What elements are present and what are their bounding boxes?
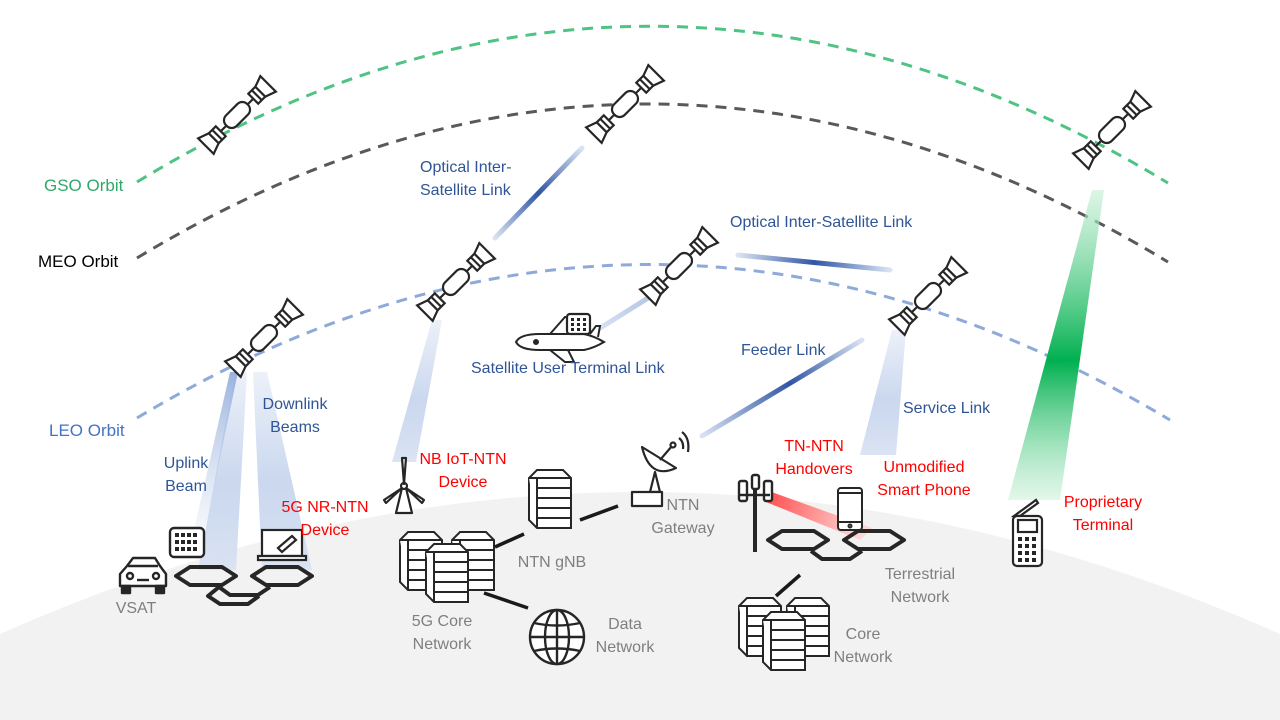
ntn-gnb-label: NTN gNB xyxy=(517,554,587,571)
satellite-icon xyxy=(585,64,665,144)
nb-iot-ntn-device-label: NB IoT-NTN Device xyxy=(419,451,507,491)
laptop-icon xyxy=(256,528,308,562)
optical-isl-2-label: Optical Inter-Satellite Link xyxy=(730,214,913,231)
optical-isl-2-link xyxy=(735,252,893,273)
connection-lines xyxy=(483,504,802,610)
uplink-beam xyxy=(194,372,238,530)
hexagon-cells-icon xyxy=(766,529,906,561)
downlink-beam-left xyxy=(198,372,247,570)
nb-iot-beam xyxy=(392,320,442,462)
cell-tower-icon xyxy=(737,473,774,552)
ntn-gateway-label: NTN Gateway xyxy=(651,497,715,537)
leo-orbit-label: LEO Orbit xyxy=(49,421,125,440)
core-network-label: Core Network xyxy=(833,626,893,666)
vsat-label: VSAT xyxy=(115,600,157,617)
meo-orbit-label: MEO Orbit xyxy=(38,252,119,271)
gso-orbit-arc xyxy=(136,24,1169,185)
proprietary-terminal-label: Proprietary Terminal xyxy=(1063,494,1143,534)
downlink-beams-label: Downlink Beams xyxy=(262,396,328,436)
wind-turbine-icon xyxy=(382,456,426,515)
earth-surface xyxy=(0,492,1280,720)
meo-orbit-arc xyxy=(136,102,1169,264)
leo-orbit-arc xyxy=(136,263,1171,422)
downlink-beam-right xyxy=(253,372,312,570)
terrestrial-network-label: Terrestrial Network xyxy=(884,566,956,606)
feeder-link xyxy=(699,337,865,439)
optical-isl-1-link xyxy=(492,145,585,241)
satellite-dish-icon xyxy=(630,431,690,508)
optical-isl-1-label: Optical Inter- Satellite Link xyxy=(420,159,512,199)
satellite-icon xyxy=(888,256,968,336)
service-link-label: Service Link xyxy=(903,400,991,417)
satellite-icon xyxy=(1072,90,1152,170)
smartphone-icon xyxy=(837,487,863,531)
unmodified-smart-phone-label: Unmodified Smart Phone xyxy=(877,459,971,499)
car-icon xyxy=(118,556,168,595)
airplane-icon xyxy=(514,316,606,363)
gso-orbit-label: GSO Orbit xyxy=(44,176,124,195)
feature-phone-icon xyxy=(1010,498,1044,568)
satellite-user-terminal-link xyxy=(594,295,651,333)
globe-icon xyxy=(528,608,586,666)
feeder-link-label: Feeder Link xyxy=(741,342,826,359)
uplink-beam-label: Uplink Beam xyxy=(163,455,209,495)
hexagon-cells-icon xyxy=(174,565,314,606)
satellite-user-terminal-link-label: Satellite User Terminal Link xyxy=(471,360,665,377)
nr-ntn-device-label: 5G NR-NTN Device xyxy=(281,499,369,539)
tn-ntn-handovers-label: TN-NTN Handovers xyxy=(775,438,853,478)
5g-core-network-label: 5G Core Network xyxy=(411,613,473,653)
data-network-label: Data Network xyxy=(595,616,655,656)
proprietary-beam xyxy=(1008,190,1104,500)
server-icon xyxy=(528,469,572,529)
satellite-icon xyxy=(416,242,496,322)
iot-module-icon xyxy=(168,526,206,559)
iot-module-icon xyxy=(565,312,592,336)
service-link-beam xyxy=(860,330,906,455)
